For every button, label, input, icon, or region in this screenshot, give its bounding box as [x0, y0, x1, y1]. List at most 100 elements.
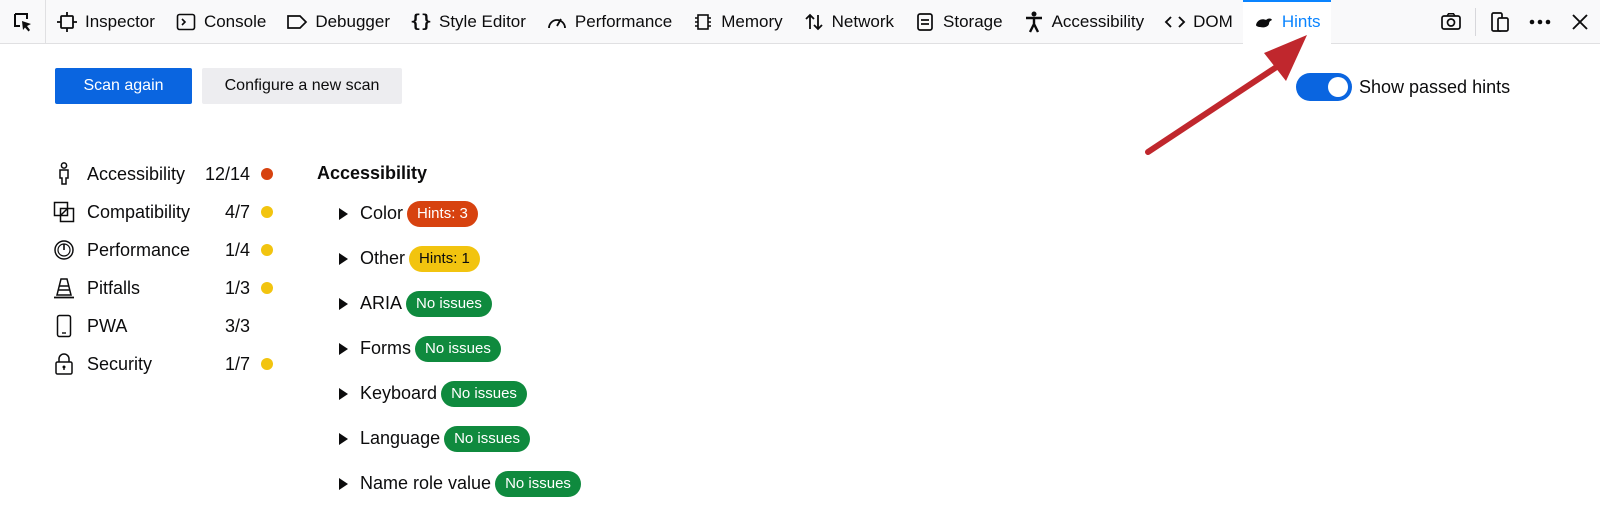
sidebar-item-pwa[interactable]: PWA 3/3 — [52, 307, 292, 345]
expand-triangle-icon — [339, 477, 348, 490]
scan-again-button[interactable]: Scan again — [55, 68, 192, 104]
accessibility-icon — [1023, 11, 1045, 33]
close-button[interactable] — [1560, 0, 1600, 44]
screenshot-icon — [1441, 13, 1461, 30]
sidebar-item-label: PWA — [87, 315, 128, 336]
sidebar-item-compatibility[interactable]: Compatibility 4/7 — [52, 193, 292, 231]
tab-label: DOM — [1193, 11, 1233, 31]
sidebar-item-pitfalls[interactable]: Pitfalls 1/3 — [52, 269, 292, 307]
tab-console[interactable]: Console — [165, 0, 276, 44]
category-label: Color — [360, 203, 404, 223]
tab-label: Hints — [1281, 11, 1321, 31]
tab-memory[interactable]: Memory — [682, 0, 792, 44]
responsive-design-icon — [1491, 12, 1509, 32]
traffic-cone-icon — [52, 276, 76, 300]
configure-scan-button[interactable]: Configure a new scan — [202, 68, 402, 104]
tab-network[interactable]: Network — [793, 0, 904, 44]
category-label: Name role value — [360, 473, 492, 493]
hints-results-panel: Accessibility Color Hints: 3 Other Hints… — [317, 155, 917, 506]
sidebar-item-count: 12/14 — [204, 163, 250, 184]
tab-label: Accessibility — [1051, 11, 1145, 31]
tab-label: Performance — [574, 11, 673, 31]
no-issues-badge: No issues — [441, 380, 527, 407]
sidebar-item-count: 4/7 — [224, 201, 250, 222]
category-row-other[interactable]: Other Hints: 1 — [317, 236, 917, 281]
section-title: Accessibility — [317, 162, 428, 183]
sidebar-item-label: Accessibility — [87, 163, 186, 184]
element-picker-button[interactable] — [0, 0, 46, 44]
no-issues-badge: No issues — [415, 335, 501, 362]
memory-icon — [692, 11, 714, 33]
tab-label: Console — [203, 11, 267, 31]
category-label: Keyboard — [360, 383, 438, 403]
performance-icon — [546, 11, 568, 33]
expand-triangle-icon — [339, 342, 348, 355]
close-icon — [1572, 14, 1588, 30]
responsive-design-button[interactable] — [1480, 0, 1520, 44]
sidebar-item-accessibility[interactable]: Accessibility 12/14 — [52, 155, 292, 193]
more-options-icon — [1529, 19, 1551, 25]
more-options-button[interactable] — [1520, 0, 1560, 44]
hints-badge: Hints: 1 — [409, 245, 480, 272]
tab-performance[interactable]: Performance — [536, 0, 682, 44]
tab-inspector[interactable]: Inspector — [46, 0, 165, 44]
show-passed-hints-label: Show passed hints — [1359, 76, 1511, 97]
accessibility-person-icon — [52, 162, 76, 186]
category-label: Forms — [360, 338, 411, 358]
sidebar-item-count: 1/3 — [224, 277, 250, 298]
tab-label: Network — [831, 11, 895, 31]
tab-accessibility[interactable]: Accessibility — [1013, 0, 1155, 44]
tab-debugger[interactable]: Debugger — [276, 0, 400, 44]
screenshot-button[interactable] — [1431, 0, 1471, 44]
category-row-language[interactable]: Language No issues — [317, 416, 917, 461]
tab-label: Memory — [721, 11, 783, 31]
network-icon — [803, 11, 825, 33]
hints-badge: Hints: 3 — [407, 200, 478, 227]
tab-label: Debugger — [315, 11, 390, 31]
debugger-icon — [286, 11, 308, 33]
sidebar-item-label: Pitfalls — [87, 277, 141, 298]
mobile-device-icon — [52, 314, 76, 338]
category-row-color[interactable]: Color Hints: 3 — [317, 191, 917, 236]
category-row-aria[interactable]: ARIA No issues — [317, 281, 917, 326]
sidebar-item-count: 1/4 — [224, 239, 250, 260]
status-dot-error — [261, 168, 273, 180]
hints-icon — [1253, 11, 1275, 33]
no-issues-badge: No issues — [495, 470, 581, 497]
tab-label: Storage — [943, 11, 1003, 31]
expand-triangle-icon — [339, 207, 348, 220]
status-dot-warning — [261, 244, 273, 256]
expand-triangle-icon — [339, 252, 348, 265]
sidebar-item-label: Performance — [87, 239, 191, 260]
sidebar-item-count: 1/7 — [224, 353, 250, 374]
no-issues-badge: No issues — [444, 425, 530, 452]
dom-icon — [1164, 11, 1186, 33]
compatibility-icon — [52, 200, 76, 224]
no-issues-badge: No issues — [406, 290, 492, 317]
tab-hints[interactable]: Hints — [1242, 0, 1331, 44]
sidebar-item-security[interactable]: Security 1/7 — [52, 345, 292, 383]
sidebar-item-count: 3/3 — [224, 315, 250, 336]
devtools-toolbar: Inspector Console Debugger {} Style Edit… — [0, 0, 1600, 44]
tab-label: Style Editor — [438, 11, 526, 31]
tab-storage[interactable]: Storage — [904, 0, 1013, 44]
annotation-arrow — [1145, 35, 1307, 155]
category-row-name-role-value[interactable]: Name role value No issues — [317, 461, 917, 506]
category-label: ARIA — [360, 293, 403, 313]
category-row-forms[interactable]: Forms No issues — [317, 326, 917, 371]
style-editor-icon: {} — [410, 11, 432, 32]
lock-icon — [52, 352, 76, 376]
element-picker-icon — [13, 12, 31, 31]
expand-triangle-icon — [339, 297, 348, 310]
show-passed-hints-toggle[interactable] — [1296, 73, 1352, 101]
inspector-icon — [56, 11, 78, 33]
category-row-keyboard[interactable]: Keyboard No issues — [317, 371, 917, 416]
console-icon — [175, 11, 197, 33]
sidebar-item-performance[interactable]: Performance 1/4 — [52, 231, 292, 269]
category-label: Language — [360, 428, 441, 448]
status-dot-warning — [261, 358, 273, 370]
show-passed-hints-control: Show passed hints — [1296, 72, 1510, 102]
tab-style-editor[interactable]: {} Style Editor — [400, 0, 536, 44]
expand-triangle-icon — [339, 387, 348, 400]
tab-dom[interactable]: DOM — [1154, 0, 1243, 44]
